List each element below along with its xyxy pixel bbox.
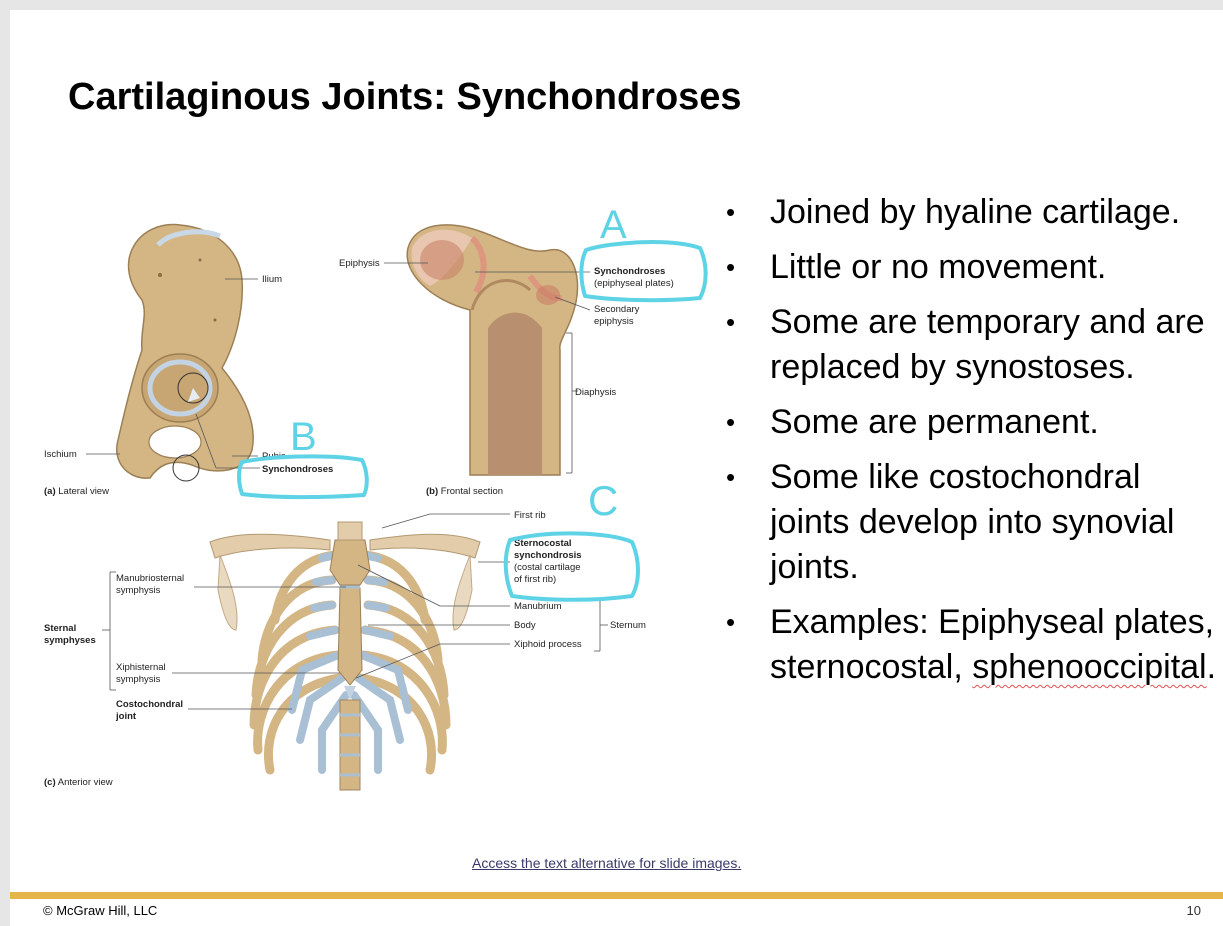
bullet-icon: • <box>726 607 736 637</box>
copyright: © McGraw Hill, LLC <box>43 903 158 918</box>
rib-cage-illustration <box>209 521 481 791</box>
hip-bone-illustration <box>116 223 254 482</box>
label-of-first-rib: of first rib) <box>514 574 556 585</box>
bullet-item: •Some are permanent. <box>720 400 1220 445</box>
slide-title: Cartilaginous Joints: Synchondroses <box>68 76 742 118</box>
bullet-icon: • <box>726 407 736 437</box>
spellcheck-word[interactable]: sphenooccipital <box>972 648 1207 686</box>
page-number: 10 <box>1186 903 1201 918</box>
caption-b: (b) Frontal section <box>426 486 503 497</box>
label-epiphysis: Epiphysis <box>339 258 380 269</box>
label-epiphysis-2: epiphysis <box>594 316 634 327</box>
label-epiphyseal-plates: (epiphyseal plates) <box>594 278 674 289</box>
label-symphyses: symphyses <box>44 635 96 646</box>
bullet-icon: • <box>726 462 736 492</box>
annotation-c: C <box>588 477 618 524</box>
bullet-icon: • <box>726 197 736 227</box>
bullet-icon: • <box>726 307 736 337</box>
annotation-a: A <box>600 203 627 247</box>
text-alternative-link[interactable]: Access the text alternative for slide im… <box>472 855 742 871</box>
label-ilium: Ilium <box>262 274 282 285</box>
label-xiphisternal: Xiphisternal <box>116 662 166 673</box>
label-sternocostal: Sternocostal <box>514 538 572 549</box>
label-manubriosternal-symphysis: symphysis <box>116 585 161 596</box>
label-costal-cartilage: (costal cartilage <box>514 562 581 573</box>
caption-c: (c) Anterior view <box>44 777 113 788</box>
handwritten-annotations <box>237 240 708 602</box>
label-diaphysis: Diaphysis <box>575 387 616 398</box>
label-first-rib: First rib <box>514 510 546 521</box>
label-xiphoid: Xiphoid process <box>514 639 582 650</box>
annotation-b: B <box>290 415 317 459</box>
label-secondary: Secondary <box>594 304 640 315</box>
label-manubrium: Manubrium <box>514 601 562 612</box>
label-sternum: Sternum <box>610 620 646 631</box>
bullet-item: •Some are temporary and are replaced by … <box>720 300 1220 390</box>
footer-bar <box>10 892 1223 899</box>
femur-illustration <box>406 224 579 476</box>
bullet-item: •Joined by hyaline cartilage. <box>720 190 1220 235</box>
label-xiphisternal-symphysis: symphysis <box>116 674 161 685</box>
bullet-icon: • <box>726 252 736 282</box>
label-costochondral: Costochondral <box>116 699 183 710</box>
bullet-item: •Some like costochondral joints develop … <box>720 455 1220 590</box>
bullet-item: •Little or no movement. <box>720 245 1220 290</box>
label-synchondroses-b: Synchondroses <box>594 266 665 277</box>
label-body: Body <box>514 620 536 631</box>
label-sternal: Sternal <box>44 623 76 634</box>
label-synchondrosis: synchondrosis <box>514 550 582 561</box>
bullet-list: •Joined by hyaline cartilage. •Little or… <box>720 190 1220 700</box>
caption-a: (a) Lateral view <box>44 486 109 497</box>
slide: Cartilaginous Joints: Synchondroses Iliu… <box>10 10 1223 926</box>
label-manubriosternal: Manubriosternal <box>116 573 184 584</box>
label-synchondroses-a: Synchondroses <box>262 464 333 475</box>
label-ischium: Ischium <box>44 449 77 460</box>
bullet-item: •Examples: Epiphyseal plates, sternocost… <box>720 600 1220 690</box>
anatomy-figure: Ilium Ischium Pubis Synchondroses (a) La… <box>44 203 708 791</box>
label-joint: joint <box>115 711 137 722</box>
